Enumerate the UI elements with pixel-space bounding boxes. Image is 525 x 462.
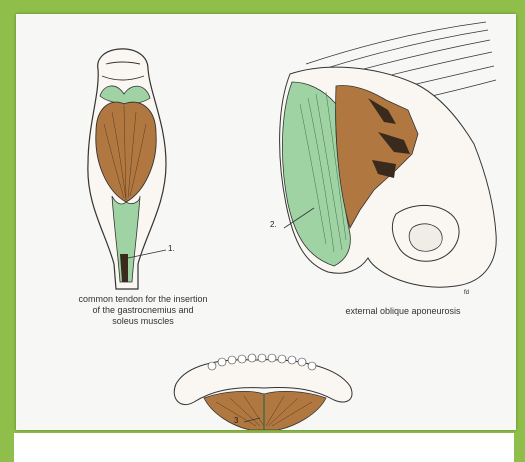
calf-caption: common tendon for the insertion of the g… — [28, 294, 258, 327]
label-number-1: 1. — [168, 244, 175, 253]
label-number-3: 3 — [234, 416, 238, 425]
artist-signature: fd — [464, 290, 469, 296]
mylohyoid-muscle — [204, 391, 326, 430]
acetabulum — [409, 224, 442, 251]
anatomy-illustration — [16, 14, 516, 430]
label-number-2: 2. — [270, 220, 277, 229]
oblique-illustration — [280, 22, 497, 287]
oblique-caption: external oblique aponeurosis — [308, 306, 498, 317]
calf-illustration — [88, 49, 166, 289]
bottom-strip-inner — [14, 433, 514, 462]
jaw-illustration — [174, 354, 352, 430]
illustration-page: 1. 2. 3 fd common tendon for the inserti… — [16, 14, 516, 430]
bottom-strip — [0, 430, 525, 462]
